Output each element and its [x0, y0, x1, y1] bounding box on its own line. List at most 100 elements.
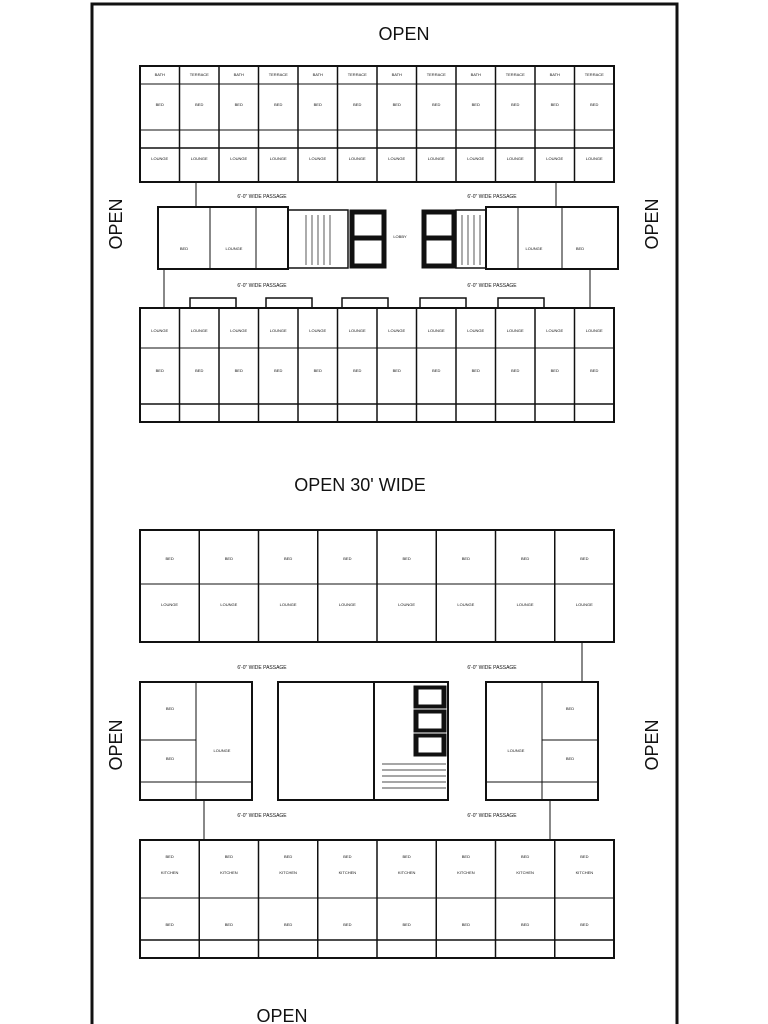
room-label: BED — [472, 102, 480, 107]
room-label: BED — [343, 854, 351, 859]
room-label: BED — [393, 368, 401, 373]
room-label: LOUNGE — [309, 328, 326, 333]
label-open-bottom: OPEN — [256, 1006, 307, 1024]
room-label: BED — [580, 922, 588, 927]
room-label: BED — [284, 922, 292, 927]
room-label: BED — [462, 854, 470, 859]
room-label: BED — [353, 368, 361, 373]
room-label: LOUNGE — [586, 156, 603, 161]
room-label: LOUNGE — [398, 602, 415, 607]
room-label: BED — [521, 854, 529, 859]
room-label: LOUNGE — [151, 156, 168, 161]
room-label: LOUNGE — [151, 328, 168, 333]
room-label: BATH — [392, 72, 402, 77]
room-label: LOUNGE — [507, 156, 524, 161]
room-label: LOUNGE — [214, 748, 231, 753]
room-label: BED — [235, 368, 243, 373]
room-label: LOUNGE — [339, 602, 356, 607]
label-open-left-lower: OPEN — [106, 719, 126, 770]
room-label: BED — [511, 368, 519, 373]
room-label: BED — [403, 854, 411, 859]
upper-stair — [287, 209, 349, 269]
room-label: BED — [580, 854, 588, 859]
room-label: LOUNGE — [230, 328, 247, 333]
room-label: KITCHEN — [516, 870, 534, 875]
room-label: BED — [314, 102, 322, 107]
room-label: TERRACE — [427, 72, 446, 77]
room-label: BED — [551, 102, 559, 107]
room-label: BATH — [155, 72, 165, 77]
room-label: LOUNGE — [467, 156, 484, 161]
room-label: BED — [566, 756, 574, 761]
passage-label: 6'-0" WIDE PASSAGE — [467, 283, 517, 289]
room-label: BED — [195, 102, 203, 107]
room-label: BED — [225, 922, 233, 927]
room-label: BATH — [234, 72, 244, 77]
lower-core — [373, 681, 449, 801]
room-label: TERRACE — [269, 72, 288, 77]
room-label: LOUNGE — [576, 602, 593, 607]
lower-central-hall — [277, 681, 375, 801]
room-label: LOUNGE — [270, 328, 287, 333]
room-label: LOUNGE — [388, 328, 405, 333]
room-label: BED — [462, 922, 470, 927]
room-label: LOUNGE — [388, 156, 405, 161]
room-label: BED — [566, 706, 574, 711]
balcony-tab — [497, 297, 545, 309]
room-label: LOUNGE — [349, 328, 366, 333]
room-label: LOUNGE — [526, 246, 543, 251]
room-label: BED — [403, 556, 411, 561]
room-label: LOUNGE — [349, 156, 366, 161]
passage-label: 6'-0" WIDE PASSAGE — [237, 665, 287, 671]
label-open-top: OPEN — [378, 24, 429, 44]
room-label: LOUNGE — [270, 156, 287, 161]
room-label: TERRACE — [348, 72, 367, 77]
room-labels: BATH BED LOUNGE LOUNGE BED TERRACE BED LOUNGE LO… — [151, 72, 604, 927]
room-label: KITCHEN — [398, 870, 416, 875]
room-label: BED — [393, 102, 401, 107]
room-label: BED — [274, 102, 282, 107]
room-label: LOUNGE — [191, 328, 208, 333]
room-label: BED — [521, 922, 529, 927]
balcony-tab — [265, 297, 313, 309]
room-label: BED — [195, 368, 203, 373]
room-label: BED — [284, 854, 292, 859]
room-label: KITCHEN — [220, 870, 238, 875]
room-label: LOUNGE — [191, 156, 208, 161]
room-label: BED — [343, 922, 351, 927]
label-open-right-upper: OPEN — [642, 198, 662, 249]
passage-label: 6'-0" WIDE PASSAGE — [237, 283, 287, 289]
room-label: LOUNGE — [280, 602, 297, 607]
upper-floor-block — [139, 65, 619, 423]
room-label: TERRACE — [585, 72, 604, 77]
room-label: TERRACE — [190, 72, 209, 77]
room-label: BED — [590, 368, 598, 373]
room-label: KITCHEN — [161, 870, 179, 875]
room-label: BATH — [471, 72, 481, 77]
room-label: BED — [521, 556, 529, 561]
room-label: TERRACE — [506, 72, 525, 77]
label-open-middle: OPEN 30' WIDE — [294, 475, 425, 495]
room-label: BED — [166, 706, 174, 711]
room-label: LOUNGE — [546, 156, 563, 161]
room-label: BED — [343, 556, 351, 561]
room-label: BED — [156, 368, 164, 373]
room-label: LOUNGE — [220, 602, 237, 607]
drawing-border — [90, 2, 679, 1024]
room-label: KITCHEN — [576, 870, 594, 875]
label-open-left-upper: OPEN — [106, 198, 126, 249]
room-label: BED — [353, 102, 361, 107]
room-label: BED — [166, 556, 174, 561]
room-label: BED — [551, 368, 559, 373]
room-label: BED — [235, 102, 243, 107]
room-label: KITCHEN — [339, 870, 357, 875]
room-label: LOUNGE — [161, 602, 178, 607]
room-label: LOUNGE — [457, 602, 474, 607]
room-label: LOBBY — [393, 234, 407, 239]
room-label: BED — [511, 102, 519, 107]
room-label: LOUNGE — [507, 328, 524, 333]
balcony-tab — [419, 297, 467, 309]
room-label: LOUNGE — [586, 328, 603, 333]
room-label: BED — [472, 368, 480, 373]
room-label: KITCHEN — [457, 870, 475, 875]
